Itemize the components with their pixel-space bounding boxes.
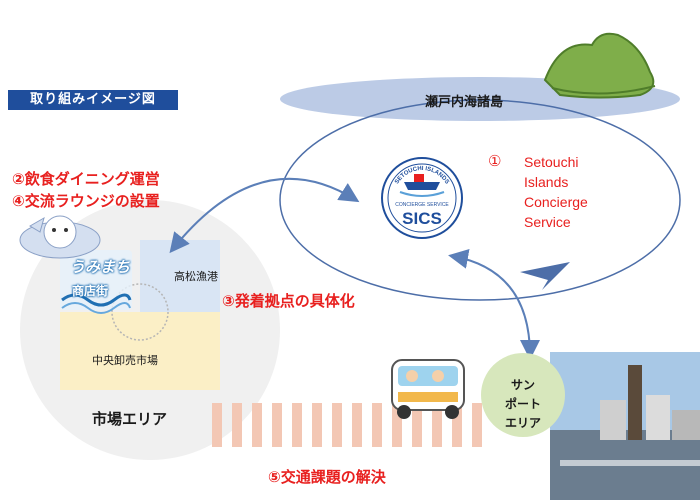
sics-name-line: Islands [524, 174, 569, 190]
initiative-traffic: ⑤交通課題の解決 [268, 468, 386, 486]
car-icon [391, 359, 465, 419]
sunport-label-line: ポート [504, 397, 541, 411]
sunport-label-line: エリア [504, 416, 541, 430]
sics-logo [381, 157, 463, 239]
sics-number: ① [488, 152, 502, 170]
arrow-dining-to-sics [169, 177, 360, 254]
islands-label: 瀬戸内海諸島 [425, 95, 504, 110]
svg-text:SETOUCHI ISLANDS: SETOUCHI ISLANDS [394, 166, 450, 185]
sics-logo-text: SETOUCHI ISLANDS CONCIERGE SERVICE SICS [394, 166, 450, 228]
arrow-sunport-to-sics [448, 248, 540, 360]
sics-logo-middle-text: CONCIERGE SERVICE [395, 202, 449, 208]
sunport-photo [550, 352, 700, 500]
mascot-icon [19, 215, 101, 259]
initiative-base: ③発着拠点の具体化 [222, 292, 355, 310]
shop-sign-line1: うみまち [70, 258, 131, 276]
market-block [60, 312, 220, 390]
sunport-label: サン ポート エリア [486, 376, 560, 433]
sics-name-line: Concierge [524, 194, 588, 210]
crosswalk [212, 403, 482, 447]
initiative-lounge: ④交流ラウンジの設置 [12, 192, 160, 210]
shop-sign-line2: 商店街 [72, 284, 109, 298]
sunport-label-line: サン [510, 378, 535, 392]
title-badge: 取り組みイメージ図 [8, 90, 178, 110]
dotted-circle [111, 283, 169, 341]
sics-name-line: Setouchi [524, 154, 579, 170]
orbit-arrow [520, 262, 570, 290]
sics-name: Setouchi Islands Concierge Service [524, 152, 588, 232]
sics-name-line: Service [524, 214, 571, 230]
port-label: 高松漁港 [174, 270, 218, 283]
sics-logo-abbr: SICS [402, 209, 442, 228]
initiative-dining: ②飲食ダイニング運営 [12, 170, 160, 188]
island-mountain-icon [543, 32, 656, 99]
market-area-label: 市場エリア [92, 410, 168, 428]
sunport-disk [481, 353, 565, 437]
sics-logo-top-text: SETOUCHI ISLANDS [394, 166, 450, 185]
market-label: 中央卸売市場 [92, 354, 158, 367]
sics-orbit [279, 99, 681, 301]
